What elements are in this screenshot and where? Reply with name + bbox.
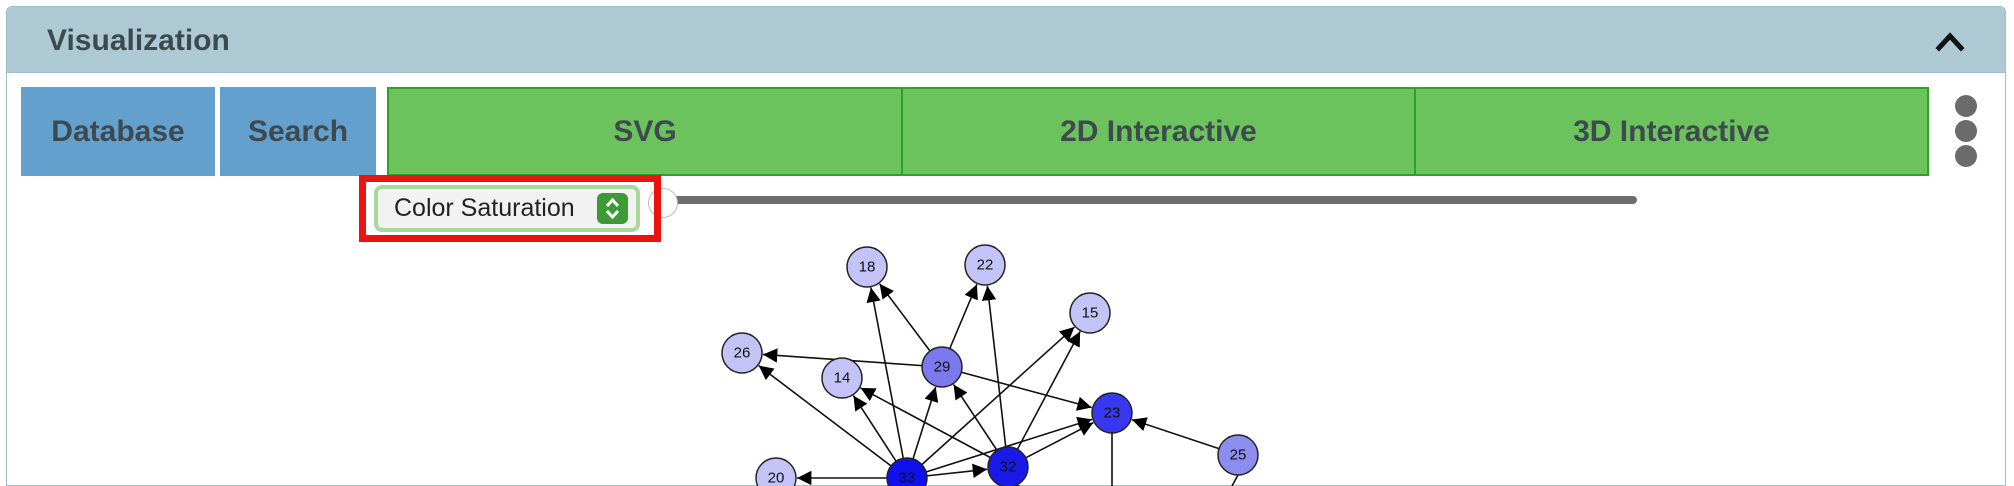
graph-nodes: 18 22 15 26 14 29 23 25 20 33 32 [721,244,1259,486]
graph-node[interactable]: 18 [846,246,888,288]
graph-node[interactable]: 20 [755,457,797,486]
saturation-slider-thumb[interactable] [648,188,678,218]
graph-edge [1007,331,1081,468]
graph-edge [1231,474,1239,486]
selection-highlight [359,175,661,242]
graph-node[interactable]: 32 [987,446,1029,486]
graph-node[interactable]: 22 [964,244,1006,286]
graph-edge [941,366,1092,411]
graph-node-label: 22 [977,257,994,274]
panel-title: Visualization [47,24,230,57]
tab-3d-interactive[interactable]: 3D Interactive [1414,87,1929,176]
graph-edge [906,326,1075,479]
graph-node-label: 32 [1000,459,1017,476]
graph-node-label: 25 [1230,447,1247,464]
tab-2d-interactive[interactable]: 2D Interactive [901,87,1416,176]
graph-node[interactable]: 26 [721,332,763,374]
graph-node[interactable]: 33 [886,457,928,486]
tab-search-label: Search [247,114,349,148]
chevron-up-icon[interactable] [1935,27,1965,55]
panel-header[interactable]: Visualization [7,7,2005,73]
graph-node-label: 29 [934,359,951,376]
graph-node-label: 20 [768,470,785,486]
saturation-slider-track[interactable] [661,196,1637,204]
graph-node[interactable]: 25 [1217,434,1259,476]
tab-search[interactable]: Search [220,87,376,176]
graph-node[interactable]: 15 [1069,292,1111,334]
graph-node-label: 18 [859,259,876,276]
graph-edge [860,387,1009,468]
tab-svg-label: SVG [613,114,677,148]
graph-edge [981,285,1009,468]
kebab-menu-icon[interactable] [1953,95,1979,167]
tab-2d-interactive-label: 2D Interactive [1060,114,1257,148]
tab-database-label: Database [51,114,185,148]
graph-node-label: 26 [734,345,751,362]
tab-3d-interactive-label: 3D Interactive [1573,114,1770,148]
graph-node-label: 23 [1104,405,1121,422]
graph-edge [758,365,908,479]
tab-svg[interactable]: SVG [387,87,903,176]
graph-node[interactable]: 29 [921,346,963,388]
select-updown-icon [597,193,628,224]
graph-edge [866,287,908,479]
color-mode-select-value: Color Saturation [394,194,575,222]
color-mode-select[interactable]: Color Saturation [374,185,640,232]
graph-node[interactable]: 23 [1091,392,1133,434]
graph-node-label: 14 [834,370,851,387]
graph-node[interactable]: 14 [821,357,863,399]
graph-node-label: 15 [1082,305,1099,322]
visualization-panel: Visualization [6,6,2006,486]
tab-database[interactable]: Database [21,87,215,176]
graph-node-label: 33 [899,470,916,486]
